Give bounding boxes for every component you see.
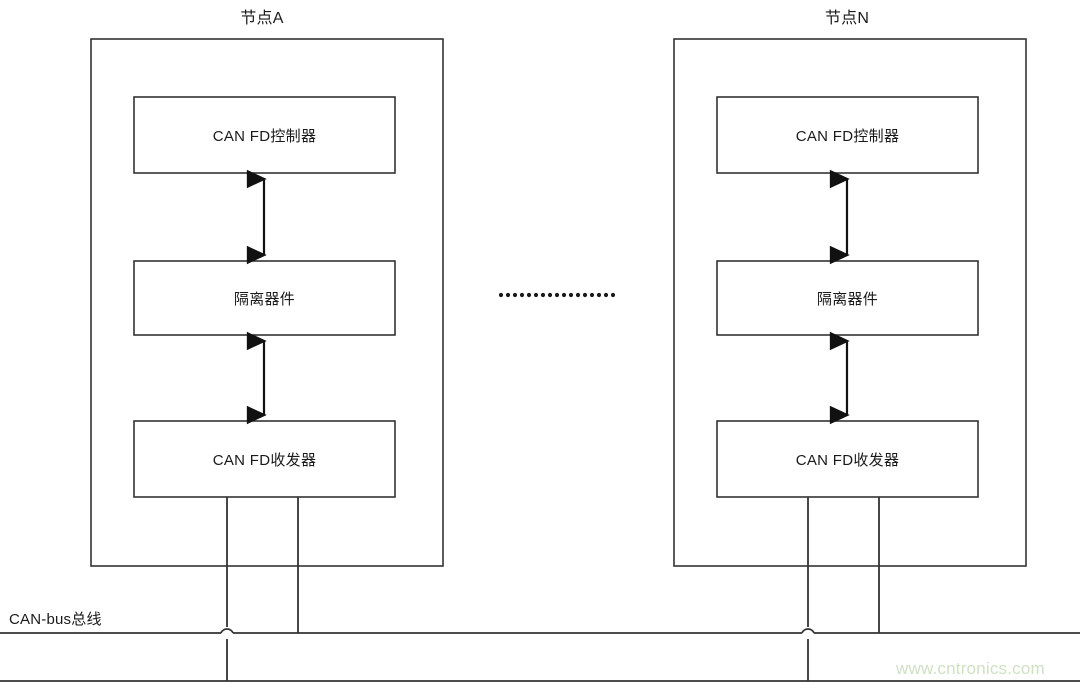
node-n-outer-box (673, 38, 1027, 567)
site-watermark: www.cntronics.com (896, 659, 1045, 678)
node-n-bus-hop-arc (801, 628, 815, 634)
node-a-can-fd-controller-label: CAN FD控制器 (212, 127, 317, 145)
node-a-isolation-device-label: 隔离器件 (233, 290, 296, 308)
node-n-group (673, 38, 1027, 681)
node-a-isolation-device-box (133, 260, 396, 336)
node-a-outer-box (90, 38, 444, 567)
node-a-bus-hop-arc (220, 628, 234, 634)
node-n-isolation-device-label: 隔离器件 (816, 290, 879, 308)
ellipsis-dots (498, 292, 616, 298)
can-bus-label: CAN-bus总线 (9, 611, 102, 628)
node-n-can-fd-transceiver-box (716, 420, 979, 498)
node-a-group (90, 38, 444, 681)
node-a-title: 节点A (240, 10, 284, 27)
node-a-can-fd-transceiver-label: CAN FD收发器 (212, 451, 317, 469)
node-n-title: 节点N (824, 10, 870, 27)
node-n-can-fd-controller-box (716, 96, 979, 174)
node-n-can-fd-controller-label: CAN FD控制器 (795, 127, 900, 145)
node-n-can-fd-transceiver-label: CAN FD收发器 (795, 451, 900, 469)
